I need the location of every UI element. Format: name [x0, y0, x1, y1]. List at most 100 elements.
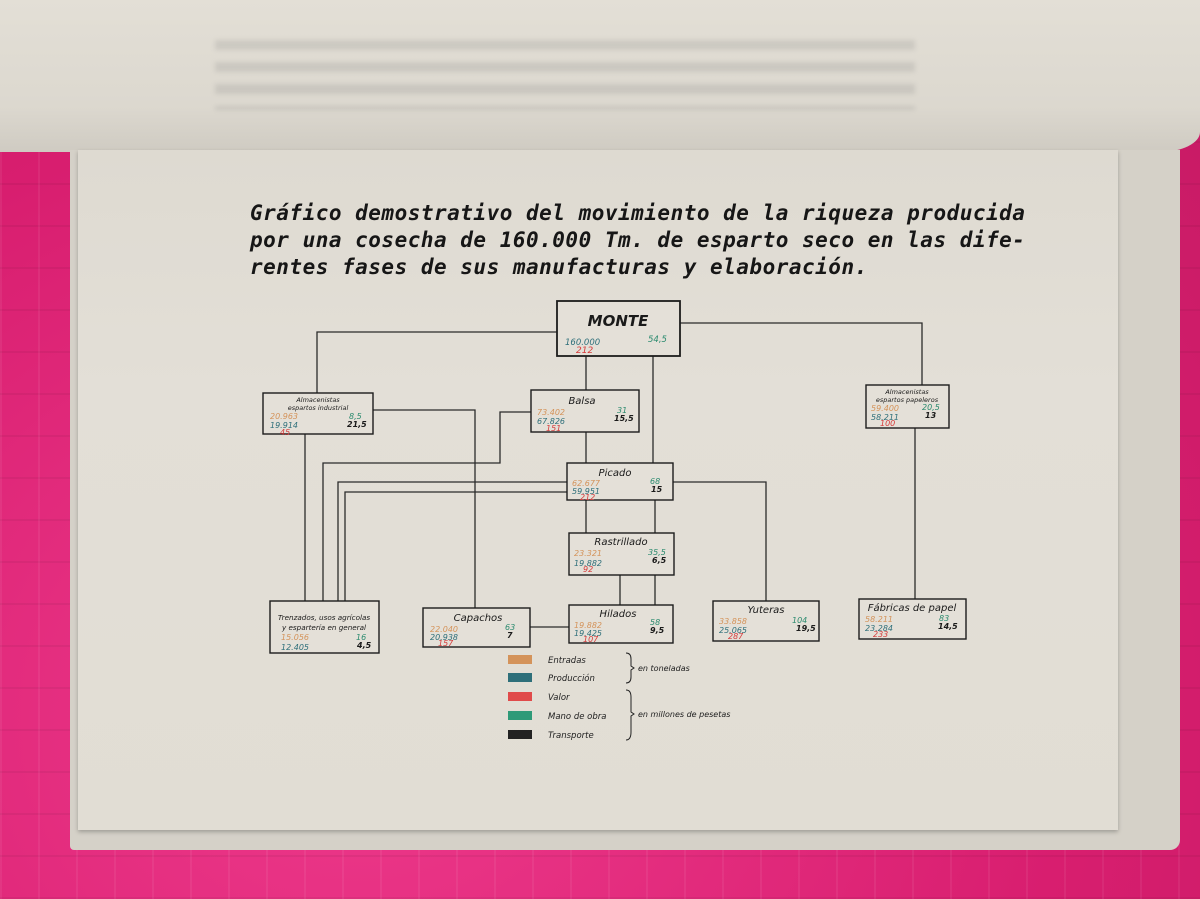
node-picado-valor: 212 [580, 493, 595, 502]
node-capachos-produccion: 20.938 [430, 633, 458, 642]
legend-swatch-transporte [508, 730, 532, 739]
node-almpap-name-1: Almacenistas [884, 388, 929, 396]
node-picado-transporte: 15 [651, 485, 663, 494]
node-monte: MONTE 160.000 212 54,5 [556, 300, 681, 357]
node-almind-name-2: espartos industrial [288, 404, 349, 412]
edge-almind-capachos [373, 409, 476, 608]
legend-group-pesetas: en millones de pesetas [638, 710, 730, 719]
node-almpap-entradas: 59.400 [871, 404, 899, 413]
node-yuteras-name: Yuteras [747, 605, 784, 616]
node-picado-name: Picado [599, 468, 632, 479]
legend-label-valor: Valor [548, 693, 570, 703]
legend-brace-tonnes [625, 652, 635, 684]
node-almpap-produccion: 58.211 [871, 413, 899, 422]
edge-balsa-trenzados [322, 411, 531, 601]
node-almind-entradas: 20.963 [270, 412, 298, 421]
node-trenzados-transporte: 4,5 [356, 641, 372, 650]
node-capachos: Capachos 22.040 20.938 157 63 7 [422, 607, 531, 648]
node-balsa-name: Balsa [568, 396, 595, 407]
legend-group-tonnes: en toneladas [638, 664, 690, 673]
node-fabricas-name: Fábricas de papel [868, 602, 957, 614]
node-yuteras-valor: 287 [728, 632, 744, 641]
node-almpap-name-2: espartos papeleros [876, 396, 939, 404]
node-yuteras-transporte: 19,5 [796, 624, 816, 633]
legend-swatch-valor [508, 692, 532, 701]
node-hilados-name: Hilados [600, 609, 637, 620]
edge-monte-rail-left [316, 331, 557, 393]
legend-label-produccion: Producción [548, 673, 595, 684]
node-hilados-entradas: 19.882 [574, 621, 602, 630]
page-title: Gráfico demostrativo del movimiento de l… [250, 200, 1026, 281]
node-rastrillado-mano-obra: 35,5 [648, 548, 666, 557]
legend: Entradas Producción Valor Mano de obra T… [508, 652, 730, 741]
edge-monte-rail-right [680, 322, 923, 385]
node-balsa-entradas: 73.402 [537, 408, 565, 417]
title-line-1: Gráfico demostrativo del movimiento de l… [250, 201, 1026, 225]
node-rastrillado-name: Rastrillado [594, 537, 647, 548]
node-capachos-transporte: 7 [507, 631, 513, 640]
node-trenzados-mano-obra: 16 [356, 633, 366, 642]
node-hilados-valor: 107 [583, 635, 599, 644]
node-fabricas-entradas: 58.211 [865, 615, 893, 624]
node-almind-mano-obra: 8,5 [349, 412, 362, 421]
legend-label-mano-obra: Mano de obra [548, 712, 606, 722]
legend-brace-pesetas [625, 689, 635, 741]
node-balsa-valor: 151 [546, 424, 561, 433]
node-almacenistas-papeleros: Almacenistas espartos papeleros 59.400 5… [865, 384, 950, 429]
title-line-2: por una cosecha de 160.000 Tm. de espart… [250, 228, 1026, 252]
node-capachos-entradas: 22.040 [430, 625, 458, 634]
node-capachos-name: Capachos [454, 613, 503, 624]
node-yuteras-mano-obra: 104 [792, 616, 807, 625]
node-almind-valor: 45 [280, 428, 290, 437]
node-almpap-mano-obra: 20,5 [922, 403, 940, 412]
node-yuteras-produccion: 25.065 [719, 626, 747, 635]
node-fabricas-produccion: 23.284 [865, 624, 893, 633]
edge-picado-yuteras [673, 481, 767, 601]
node-capachos-mano-obra: 63 [505, 623, 515, 632]
node-hilados-transporte: 9,5 [650, 626, 665, 635]
node-hilados-produccion: 19.425 [574, 629, 602, 638]
edge-picado-trenzados-b [344, 491, 567, 601]
legend-label-transporte: Transporte [548, 731, 594, 741]
node-almind-transporte: 21,5 [347, 420, 367, 429]
node-fabricas-valor: 233 [873, 630, 888, 639]
node-picado: Picado 62.677 59.951 212 68 15 [566, 462, 674, 502]
node-almpap-valor: 100 [880, 419, 895, 428]
connector-lines [304, 322, 923, 628]
node-picado-entradas: 62.677 [572, 479, 601, 488]
node-rastrillado-produccion: 19.882 [574, 559, 602, 568]
title-line-3: rentes fases de sus manufacturas y elabo… [250, 255, 868, 279]
previous-page [0, 0, 1200, 152]
node-fabricas-mano-obra: 83 [939, 614, 949, 623]
node-trenzados-name-1: Trenzados, usos agrícolas [278, 613, 371, 622]
node-trenzados: Trenzados, usos agrícolas y espartería e… [269, 600, 380, 654]
node-trenzados-entradas: 15.056 [281, 633, 309, 642]
node-hilados: Hilados 19.882 19.425 107 58 9,5 [568, 604, 674, 644]
node-rastrillado-transporte: 6,5 [652, 556, 667, 565]
node-balsa-transporte: 15,5 [614, 414, 634, 423]
node-yuteras-entradas: 33.858 [719, 617, 747, 626]
node-rastrillado: Rastrillado 23.321 19.882 92 35,5 6,5 [568, 532, 675, 576]
node-trenzados-produccion: 12.405 [281, 643, 309, 652]
node-almacenistas-industrial: Almacenistas espartos industrial 20.963 … [262, 392, 374, 437]
node-fabricas-transporte: 14,5 [938, 622, 958, 631]
node-fabricas-papel: Fábricas de papel 58.211 23.284 233 83 1… [858, 598, 967, 640]
node-capachos-valor: 157 [438, 639, 454, 648]
legend-label-entradas: Entradas [548, 656, 586, 666]
node-yuteras: Yuteras 33.858 25.065 287 104 19,5 [712, 600, 820, 642]
node-monte-produccion: 160.000 [565, 338, 600, 348]
node-hilados-mano-obra: 58 [650, 618, 660, 627]
node-monte-valor: 212 [576, 346, 593, 356]
bleed-through-text [215, 40, 915, 110]
node-picado-mano-obra: 68 [650, 477, 660, 486]
node-almind-produccion: 19.914 [270, 421, 298, 430]
node-almind-name-1: Almacenistas [295, 396, 340, 404]
edge-picado-trenzados-a [337, 481, 567, 601]
node-balsa-mano-obra: 31 [617, 406, 627, 415]
node-trenzados-name-2: y espartería en general [281, 623, 366, 632]
node-balsa: Balsa 73.402 67.826 151 31 15,5 [530, 389, 640, 433]
legend-swatch-entradas [508, 655, 532, 664]
node-rastrillado-valor: 92 [583, 565, 593, 574]
node-monte-name: MONTE [588, 312, 649, 330]
